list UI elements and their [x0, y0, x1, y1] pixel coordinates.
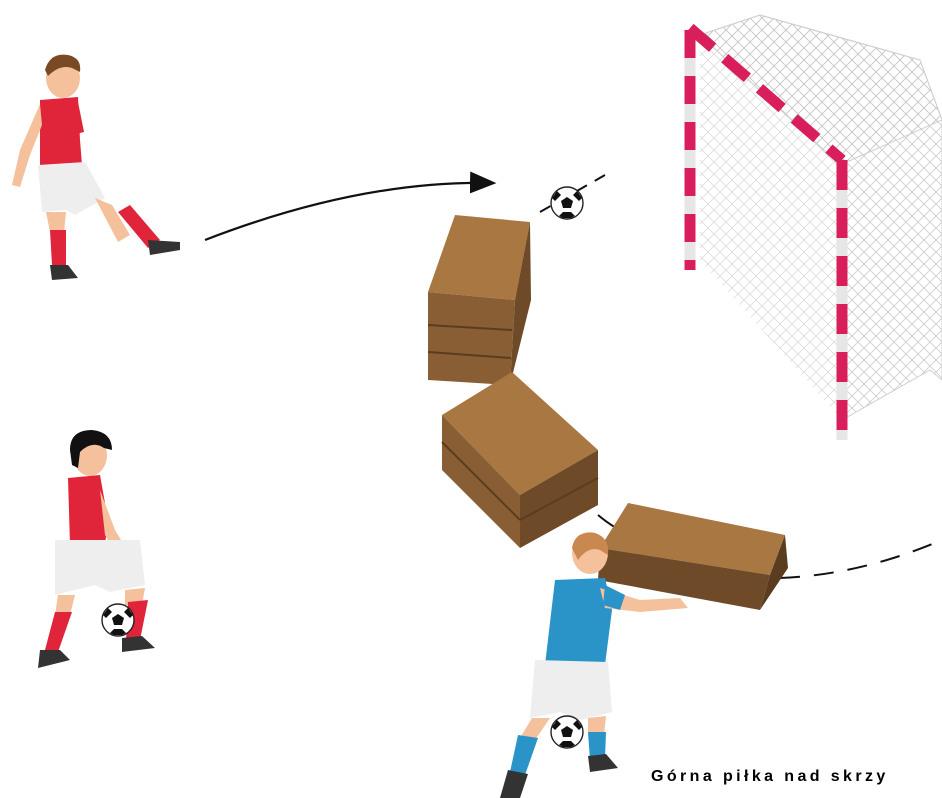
- ball-icon: [551, 716, 583, 748]
- goal: [690, 15, 942, 440]
- drill-caption: Górna piłka nad skrzy: [651, 768, 889, 786]
- pass-arrow: [205, 183, 492, 240]
- vaulting-box-top: [428, 215, 531, 385]
- ball-icon: [551, 187, 583, 219]
- vaulting-box-middle: [442, 372, 598, 548]
- player-kicking: [12, 55, 180, 280]
- ball-icon: [102, 604, 134, 636]
- vaulting-box-flat: [598, 503, 788, 610]
- player-dribbling: [38, 430, 155, 668]
